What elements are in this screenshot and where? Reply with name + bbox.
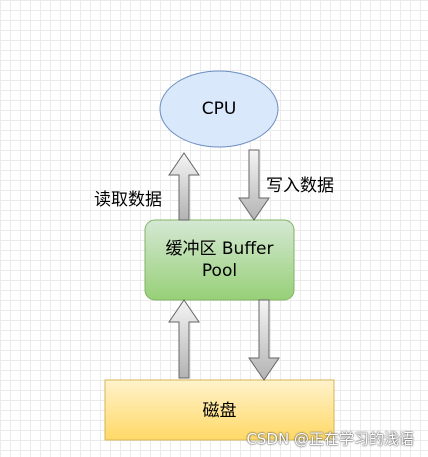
disk-label: 磁盘	[202, 401, 237, 421]
write-data-label: 写入数据	[266, 176, 334, 196]
watermark-text: CSDN @正在学习的浅语	[246, 430, 414, 448]
buffer-pool-node[interactable]	[144, 219, 295, 301]
cpu-node[interactable]	[159, 70, 279, 148]
write-arrow-upper	[238, 149, 270, 221]
cpu-label: CPU	[201, 99, 237, 119]
read-arrow-lower	[168, 299, 200, 379]
read-arrow-upper	[168, 152, 200, 221]
write-arrow-lower	[248, 299, 280, 381]
disk-node[interactable]	[104, 379, 335, 441]
buffer-pool-label: 缓冲区 Buffer Pool	[165, 239, 274, 281]
read-data-label: 读取数据	[94, 190, 162, 210]
